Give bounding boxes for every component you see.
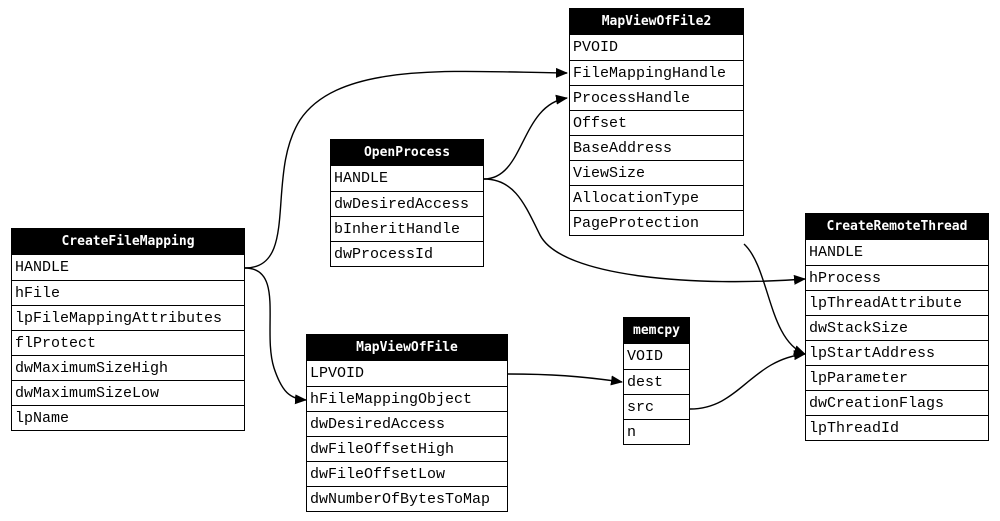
field-lpthreadattribute: lpThreadAttribute [806,290,988,315]
node-title: MapViewOfFile [307,335,507,361]
field-dest: dest [624,369,689,394]
field-hprocess: hProcess [806,265,988,290]
edge-createfilemapping-to-mapviewoffile [244,267,307,405]
edge-createfilemapping-to-mapviewoffile2 [244,67,568,269]
field-dwnumberofbytestomap: dwNumberOfBytesToMap [307,486,507,511]
field-handle: HANDLE [334,170,389,187]
field-pageprotection: PageProtection [570,210,743,235]
node-title: OpenProcess [331,140,483,166]
field-lpparameter: lpParameter [806,365,988,390]
node-title: CreateRemoteThread [806,214,988,240]
field-handle: HANDLE [809,244,864,261]
edge-openprocess-to-createremotethread [483,178,806,285]
edge-mapviewoffile-to-memcpy [507,373,623,386]
field-pvoid: PVOID [573,39,619,56]
field-dwprocessid: dwProcessId [331,241,483,266]
field-offset: Offset [570,110,743,135]
field-handle: HANDLE [15,259,70,276]
edge-openprocess-to-mapviewoffile2 [483,94,568,180]
field-hfile: hFile [12,280,244,305]
field-n: n [624,419,689,444]
field-dwmaximumsizehigh: dwMaximumSizeHigh [12,355,244,380]
field-hfilemappingobject: hFileMappingObject [307,386,507,411]
field-processhandle: ProcessHandle [570,85,743,110]
field-dwfileoffsetlow: dwFileOffsetLow [307,461,507,486]
node-title: CreateFileMapping [12,229,244,255]
node-mapviewoffile2: MapViewOfFile2 PVOID FileMappingHandle P… [569,8,744,236]
field-flprotect: flProtect [12,330,244,355]
node-title: MapViewOfFile2 [570,9,743,35]
field-dwdesiredaccess: dwDesiredAccess [331,191,483,216]
node-createremotethread: CreateRemoteThread HANDLE hProcess lpThr… [805,213,989,441]
field-dwmaximumsizelow: dwMaximumSizeLow [12,380,244,405]
field-lpthreadid: lpThreadId [806,415,988,440]
field-lpname: lpName [12,405,244,430]
edge-memcpy-to-createremotethread [689,350,806,410]
field-lpfilemappingattributes: lpFileMappingAttributes [12,305,244,330]
field-lpstartaddress: lpStartAddress [806,340,988,365]
field-binherithandle: bInheritHandle [331,216,483,241]
field-allocationtype: AllocationType [570,185,743,210]
node-title: memcpy [624,318,689,344]
field-dwstacksize: dwStackSize [806,315,988,340]
field-dwfileoffsethigh: dwFileOffsetHigh [307,436,507,461]
node-openprocess: OpenProcess HANDLE dwDesiredAccess bInhe… [330,139,484,267]
node-mapviewoffile: MapViewOfFile LPVOID hFileMappingObject … [306,334,508,512]
node-memcpy: memcpy VOID dest src n [623,317,690,445]
field-baseaddress: BaseAddress [570,135,743,160]
field-lpvoid: LPVOID [310,365,365,382]
field-viewsize: ViewSize [570,160,743,185]
field-dwdesiredaccess: dwDesiredAccess [307,411,507,436]
field-dwcreationflags: dwCreationFlags [806,390,988,415]
node-createfilemapping: CreateFileMapping HANDLE hFile lpFileMap… [11,228,245,431]
edge-mapviewoffile2-to-createremotethread [743,243,806,355]
field-filemappinghandle: FileMappingHandle [570,60,743,85]
field-src: src [624,394,689,419]
field-void: VOID [627,348,664,365]
